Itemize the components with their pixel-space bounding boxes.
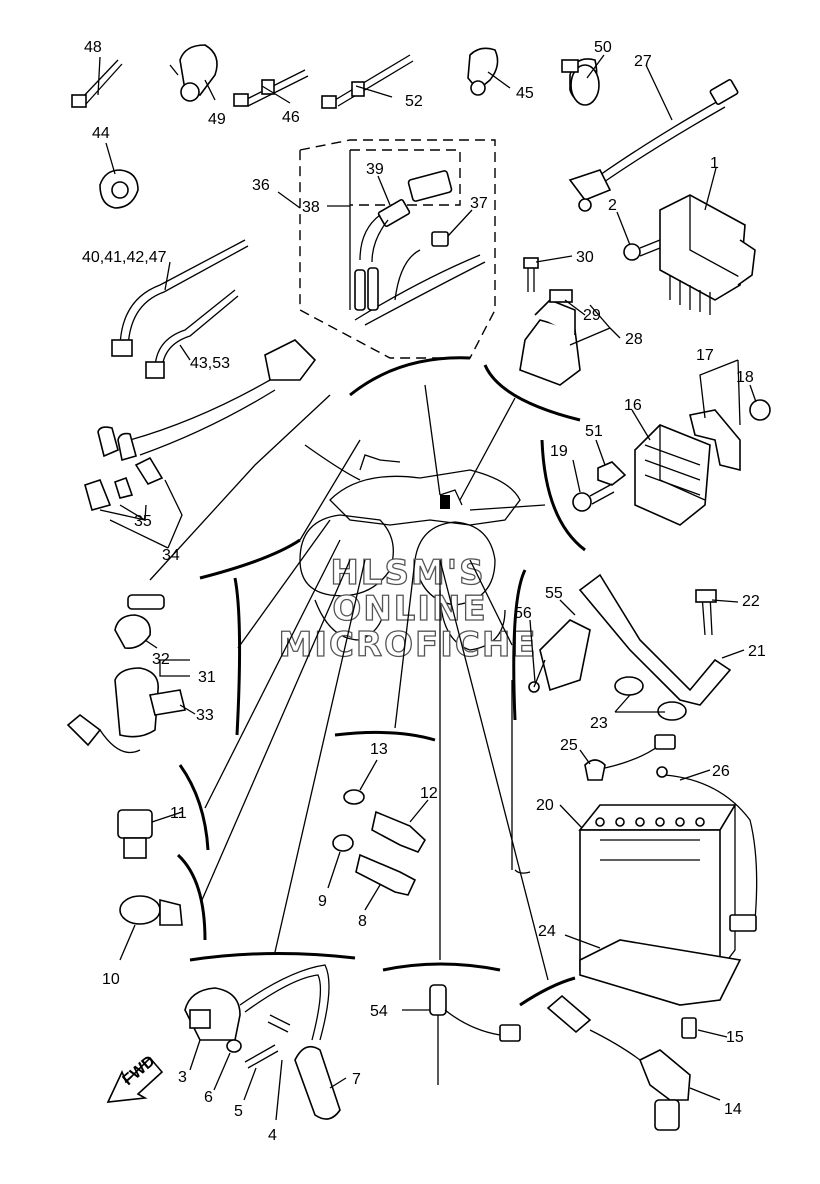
battery-tray-24: [579, 939, 742, 1006]
callout-48: 48: [84, 39, 102, 56]
callout-23: 23: [590, 715, 608, 732]
callout-17: 17: [696, 347, 714, 364]
callout-13: 13: [370, 741, 388, 758]
watermark: HLSM'S ONLINE MICROFICHE: [278, 552, 537, 665]
sensor-14: [546, 994, 697, 1131]
callout-9: 9: [318, 893, 327, 910]
callout-1: 1: [710, 155, 719, 172]
clamp-50: [561, 58, 600, 106]
sensor-11: [117, 809, 153, 859]
callout-40-41-42-47: 40,41,42,47: [82, 249, 167, 266]
cable-tie-48: [71, 59, 123, 108]
callout-30: 30: [576, 249, 594, 266]
callout-10: 10: [102, 971, 120, 988]
callout-38: 38: [302, 199, 320, 216]
switch-parts-8-13: [332, 789, 427, 896]
group-leaders: [149, 356, 586, 1007]
watermark-line1: HLSM'S: [330, 553, 485, 593]
callout-21: 21: [748, 643, 766, 660]
callout-24: 24: [538, 923, 556, 940]
callout-20: 20: [536, 797, 554, 814]
clamp-45: [467, 47, 499, 96]
wire-harness-group-36: [299, 139, 496, 359]
callout-46: 46: [282, 109, 300, 126]
callout-15: 15: [726, 1029, 744, 1046]
callout-52: 52: [405, 93, 423, 110]
callout-45: 45: [516, 85, 534, 102]
battery-20: [578, 734, 758, 971]
callout-51: 51: [585, 423, 603, 440]
fwd-arrow-icon: FWD: [106, 1053, 164, 1103]
callout-14: 14: [724, 1101, 742, 1118]
callout-12: 12: [420, 785, 438, 802]
watermark-line2: ONLINE: [332, 589, 487, 629]
callout-32: 32: [152, 651, 170, 668]
cable-ties-40-47: [111, 239, 249, 379]
callout-19: 19: [550, 443, 568, 460]
callout-39: 39: [366, 161, 384, 178]
callout-43-53: 43,53: [190, 355, 230, 372]
callout-leaders: [97, 54, 757, 1121]
callout-49: 49: [208, 111, 226, 128]
callout-54: 54: [370, 1003, 388, 1020]
relay-28: [519, 257, 581, 386]
callout-25: 25: [560, 737, 578, 754]
battery-bracket-21: [528, 573, 732, 721]
watermark-line3: MICROFICHE: [278, 625, 537, 665]
callout-7: 7: [352, 1071, 361, 1088]
rectifier-16: [634, 424, 711, 526]
callout-6: 6: [204, 1089, 213, 1106]
callout-11: 11: [170, 805, 187, 822]
callout-22: 22: [742, 593, 760, 610]
callout-44: 44: [92, 125, 110, 142]
callout-29: 29: [583, 307, 601, 324]
harness-34: [84, 339, 317, 511]
callout-33: 33: [196, 707, 214, 724]
clamp-49: [169, 44, 218, 102]
grommet-44: [99, 169, 139, 209]
callout-3: 3: [178, 1069, 187, 1086]
callout-8: 8: [358, 913, 367, 930]
cdi-unit-1: [659, 194, 756, 315]
callout-50: 50: [594, 39, 612, 56]
callout-27: 27: [634, 53, 652, 70]
sensor-54: [429, 984, 521, 1085]
wire-lead-27: [568, 79, 739, 212]
callout-5: 5: [234, 1103, 243, 1120]
callout-labels: 48 49 46 52 45 50 27 44 36 38 39 37 1 2 …: [82, 39, 766, 1144]
callout-34: 34: [162, 547, 180, 564]
ignition-coil-3: [184, 964, 341, 1120]
callout-56: 56: [514, 605, 532, 622]
callout-37: 37: [470, 195, 488, 212]
cable-tie-46: [233, 69, 309, 107]
callout-36: 36: [252, 177, 270, 194]
cable-tie-52: [321, 54, 414, 109]
screw-2: [623, 239, 661, 261]
callout-16: 16: [624, 397, 642, 414]
callout-31: 31: [198, 669, 216, 686]
callout-18: 18: [736, 369, 754, 386]
bracket-17: [689, 399, 771, 472]
callout-35: 35: [134, 513, 152, 530]
callout-4: 4: [268, 1127, 277, 1144]
sensor-10: [119, 895, 183, 926]
callout-26: 26: [712, 763, 730, 780]
callout-2: 2: [608, 197, 617, 214]
bolt-19: [572, 483, 615, 512]
clip-51: [597, 461, 627, 486]
main-switch-31: [66, 594, 186, 754]
callout-55: 55: [545, 585, 563, 602]
callout-28: 28: [625, 331, 643, 348]
